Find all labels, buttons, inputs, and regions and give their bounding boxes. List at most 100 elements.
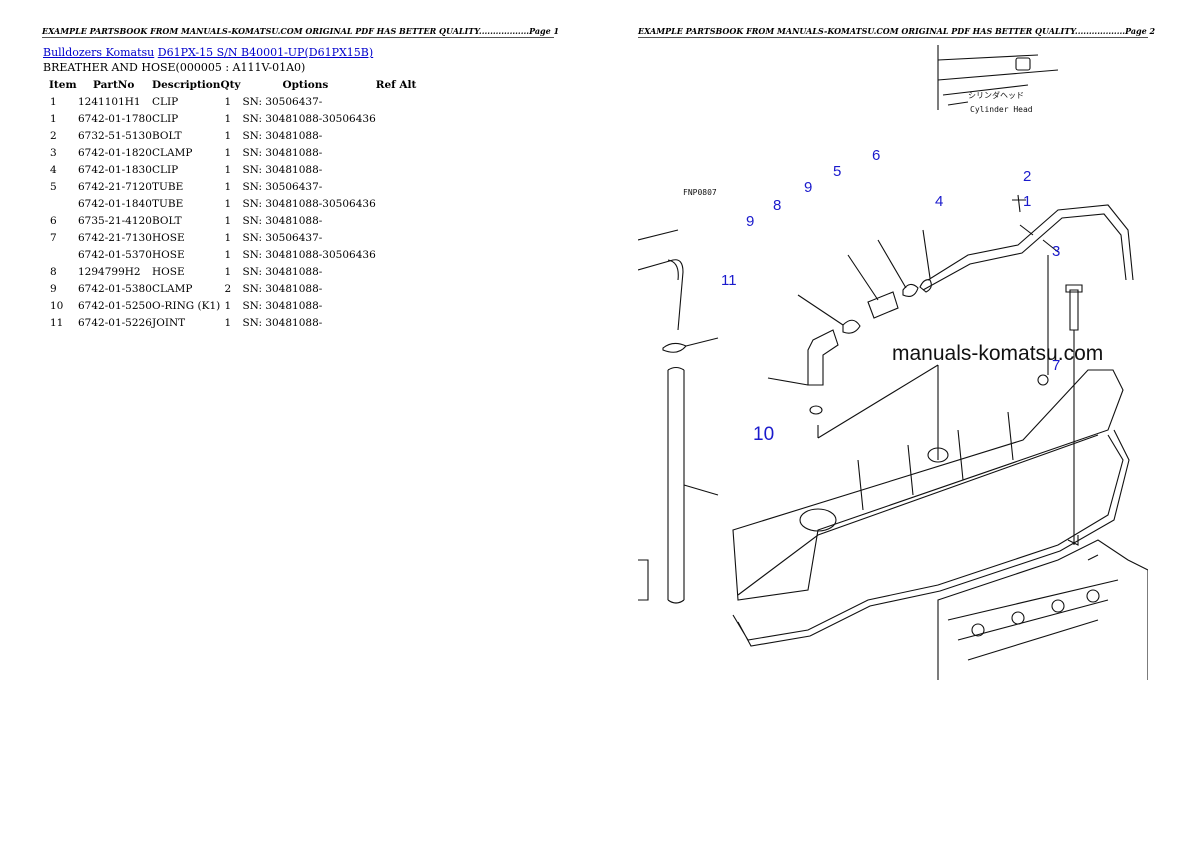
cell-options: SN: 30506437- [242,180,323,193]
cell-qty: 1 [224,163,232,176]
cell-item: 5 [50,180,57,193]
callout-8: 8 [773,197,781,214]
cell-qty: 1 [224,214,232,227]
cell-qty: 1 [224,316,232,329]
cell-description: TUBE [152,197,184,210]
cell-item [43,195,78,212]
parts-diagram: シリンダヘッド Cylinder Head FNP0807 6 5 9 2 8 … [638,45,1148,680]
callout-6: 6 [872,147,880,164]
column-header-qty: Qty [220,79,241,91]
column-header-options: Options [282,79,329,91]
page2-header: EXAMPLE PARTSBOOK FROM MANUALS-KOMATSU.C… [638,26,1156,38]
breadcrumb-link-bulldozers[interactable]: Bulldozers Komatsu [43,46,155,59]
callout-9b: 9 [746,213,754,230]
cell-options: SN: 30481088- [242,146,323,159]
cell-options: SN: 30481088- [242,163,323,176]
cell-ref-alt [376,144,417,161]
cell-partno: 6742-01-5250 [78,299,152,312]
cell-description: CLAMP [152,282,193,295]
cell-partno: 6742-21-7120 [78,180,152,193]
cell-item: 4 [50,163,57,176]
cell-partno: 6735-21-4120 [78,214,152,227]
cell-options: SN: 30506437- [242,231,323,244]
cell-ref-alt [376,314,417,331]
cell-item: 1 [50,112,57,125]
cell-qty: 1 [224,197,232,210]
cell-ref-alt [376,127,417,144]
cell-ref-alt [376,212,417,229]
cell-item [43,246,78,263]
callout-11: 11 [721,272,737,289]
cell-ref-alt [376,263,417,280]
cell-description: CLIP [152,163,179,176]
cell-item: 8 [50,265,57,278]
cell-item: 10 [50,299,64,312]
cell-options: SN: 30481088- [242,316,323,329]
bolt-part [1065,284,1083,331]
cell-partno: 6742-01-1840 [78,197,152,210]
table-header-row: Item PartNo Description Qty Options Ref … [43,77,416,93]
cell-options: SN: 30481088- [242,299,323,312]
cell-partno: 6742-21-7130 [78,231,152,244]
cell-description: HOSE [152,231,185,244]
column-header-ref-alt: Ref Alt [375,79,417,91]
callout-1: 1 [1023,193,1031,210]
cell-qty: 1 [224,265,232,278]
cell-options: SN: 30481088- [242,214,323,227]
cell-item: 1 [50,95,57,108]
gasket [732,429,1130,647]
hose-part [667,366,685,604]
cell-item: 11 [50,316,64,329]
column-header-description: Description [152,79,221,91]
cell-description: O-RING (K1) [152,299,221,312]
cell-ref-alt [376,161,417,178]
page1-header: EXAMPLE PARTSBOOK FROM MANUALS-KOMATSU.C… [42,26,560,38]
cell-qty: 1 [224,112,232,125]
callout-3: 3 [1052,243,1060,260]
figure-code: FNP0807 [683,188,717,197]
breadcrumb-link-model[interactable]: D61PX-15 S/N B40001-UP(D61PX15B) [157,46,374,59]
cell-qty: 1 [224,129,232,142]
cell-qty: 1 [224,95,232,108]
cell-options: SN: 30481088- [242,129,323,142]
cell-description: BOLT [152,129,182,142]
column-header-partno: PartNo [93,79,135,91]
cell-options: SN: 30481088- [242,282,323,295]
watermark: manuals-komatsu.com [892,342,1103,365]
joint-part [638,259,684,331]
callout-7: 7 [1052,357,1060,374]
cell-partno: 6742-01-1820 [78,146,152,159]
cell-item: 7 [50,231,57,244]
cell-qty: 1 [224,180,232,193]
callout-9: 9 [804,179,812,196]
column-header-item: Item [49,79,77,91]
cell-qty: 1 [224,299,232,312]
cell-partno: 6732-51-5130 [78,129,152,142]
cell-ref-alt [376,110,417,127]
cell-item: 3 [50,146,57,159]
head-label-jp: シリンダヘッド [968,90,1024,100]
cell-description: JOINT [152,316,186,329]
cell-qty: 1 [224,231,232,244]
cell-ref-alt [376,297,417,314]
cell-item: 2 [50,129,57,142]
cell-partno: 6742-01-5370 [78,248,152,261]
cell-ref-alt [376,195,417,212]
cell-description: HOSE [152,265,185,278]
cell-description: TUBE [152,180,184,193]
cell-options: SN: 30506437- [242,95,323,108]
cell-item: 6 [50,214,57,227]
breadcrumb: Bulldozers Komatsu D61PX-15 S/N B40001-U… [43,46,373,59]
elbow-part [807,329,839,386]
parts-table: Item PartNo Description Qty Options Ref … [43,77,416,331]
cell-item: 9 [50,282,57,295]
cell-ref-alt [376,178,417,195]
